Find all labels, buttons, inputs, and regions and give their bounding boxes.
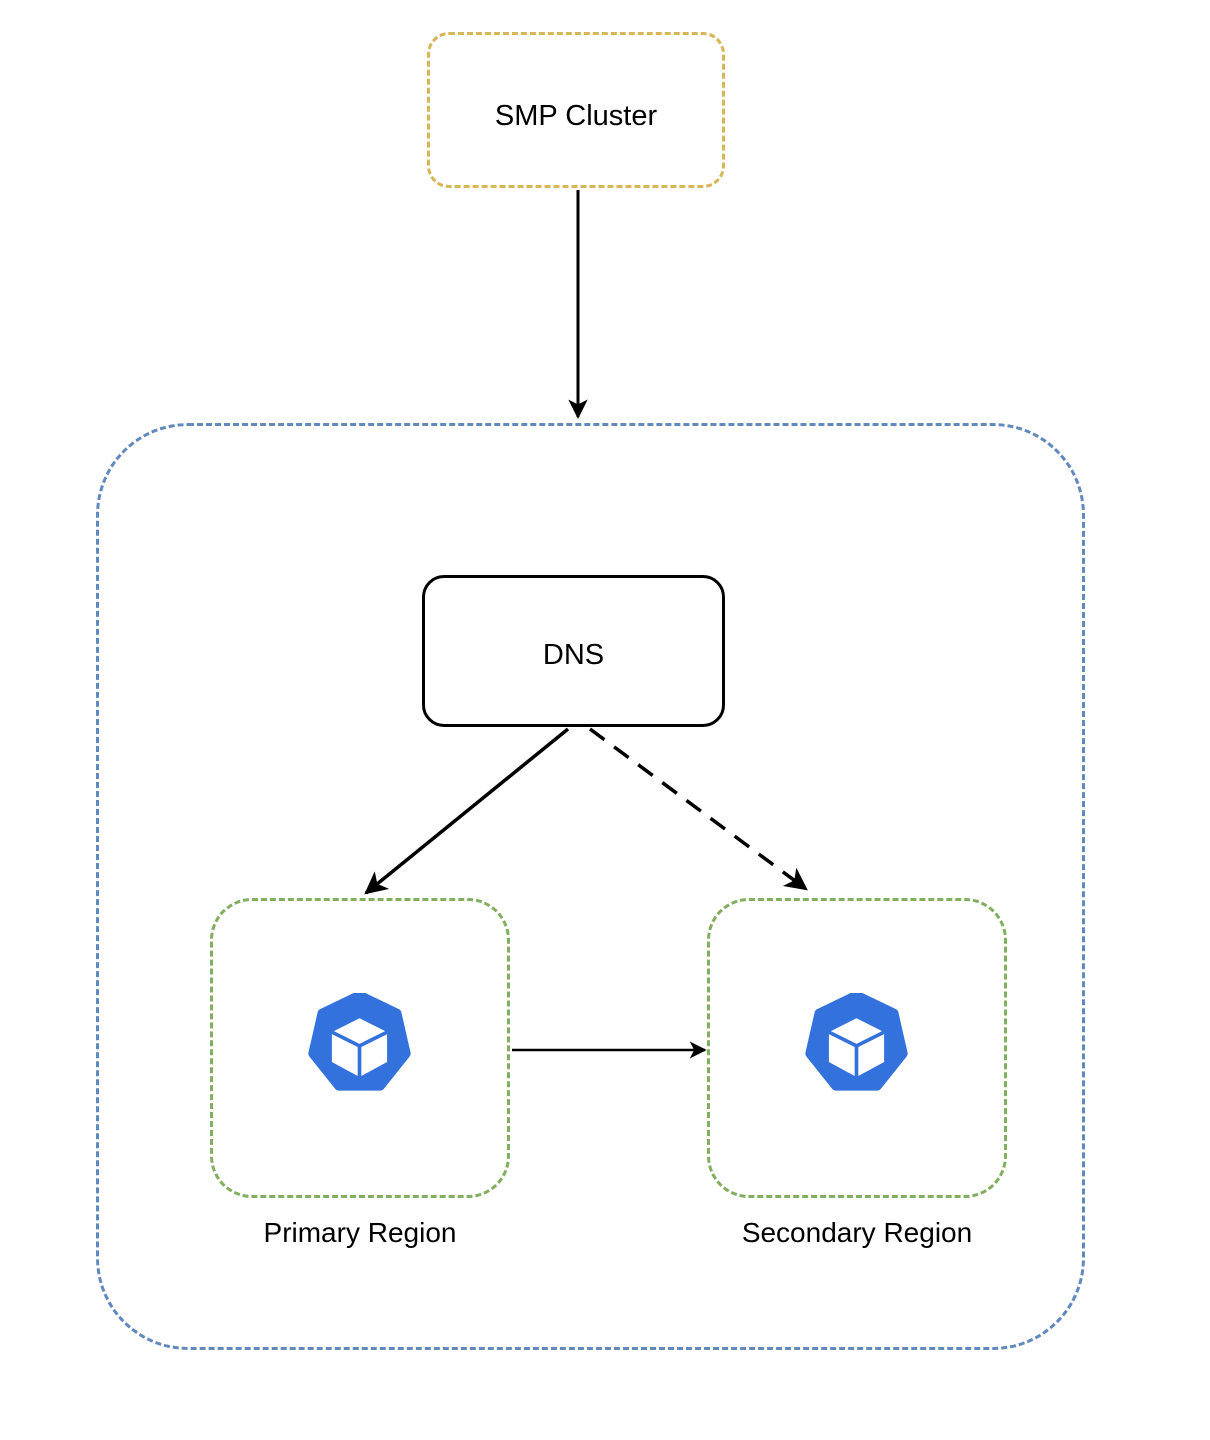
secondary-region-label: Secondary Region xyxy=(741,1217,973,1248)
dns-label: DNS xyxy=(542,639,605,671)
smp-cluster-label: SMP Cluster xyxy=(494,100,658,132)
node-smp-cluster[interactable]: SMP Cluster xyxy=(427,32,725,188)
node-secondary-region[interactable] xyxy=(707,898,1007,1198)
node-dns[interactable]: DNS xyxy=(422,575,725,727)
kubernetes-icon xyxy=(799,993,914,1108)
primary-region-label: Primary Region xyxy=(263,1217,457,1248)
platform-container-group[interactable] xyxy=(96,423,1085,1350)
node-primary-region[interactable] xyxy=(210,898,510,1198)
kubernetes-icon xyxy=(302,993,417,1108)
